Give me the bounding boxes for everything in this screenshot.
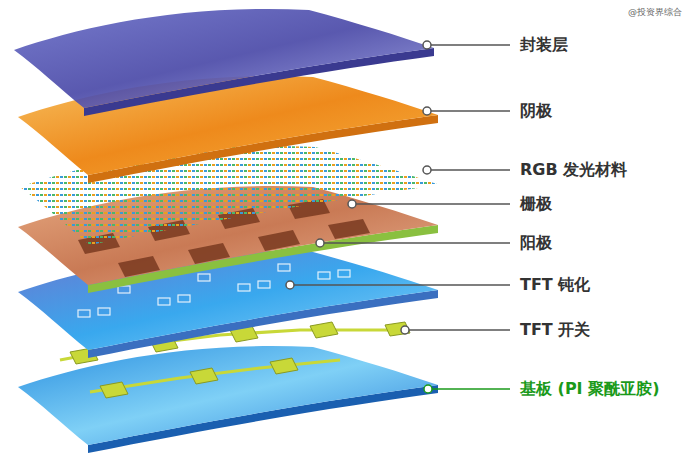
layer-label: 基板 (PI 聚酰亚胺) [520,379,659,398]
layer-label: RGB 发光材料 [520,160,627,179]
layer-label: TFT 钝化 [520,275,590,294]
layer-label: TFT 开关 [520,320,590,339]
layer-label: 栅极 [520,194,552,213]
watermark: @投资界综合 [628,7,682,18]
layer-label: 封装层 [520,35,568,54]
layer-label: 阴极 [520,101,552,120]
layer-label: 阳极 [520,233,552,252]
